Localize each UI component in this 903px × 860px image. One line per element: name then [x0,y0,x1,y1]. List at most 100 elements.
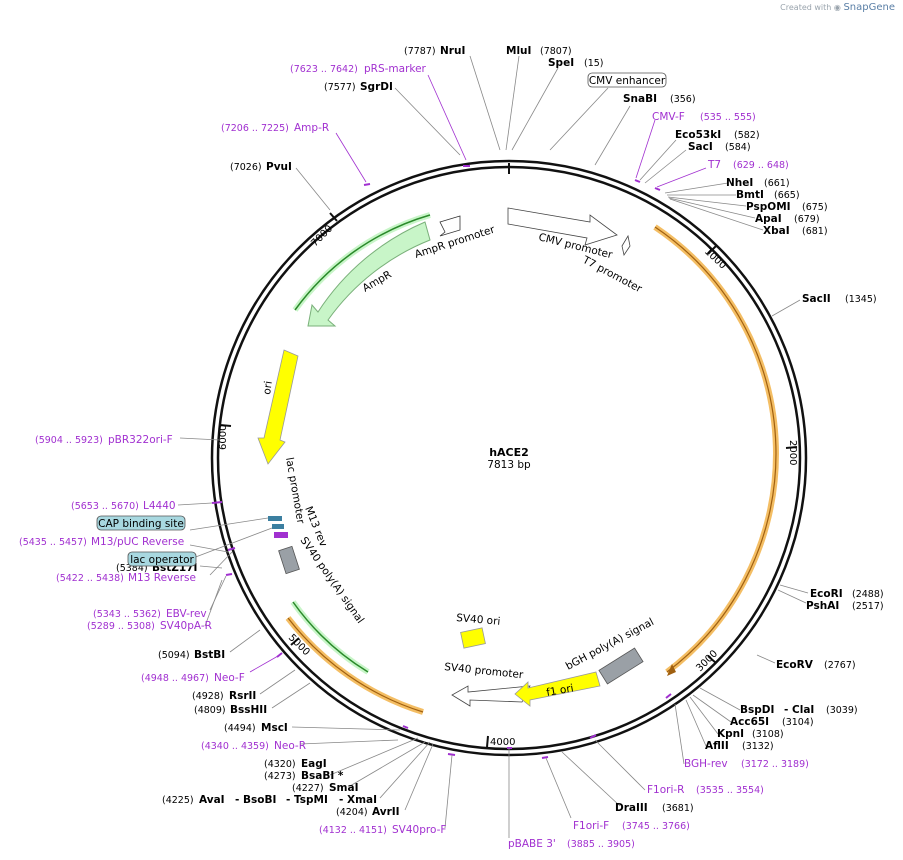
plasmid-name: hACE2 [489,446,529,459]
site-avai[interactable]: AvaI [199,794,225,806]
site-pvui[interactable]: PvuI [266,161,292,173]
site-spei[interactable]: SpeI [548,57,574,69]
site-snabi[interactable]: SnaBI [623,93,657,105]
site-apai[interactable]: ApaI [755,213,782,225]
primer-pbabe[interactable]: pBABE 3' [508,838,556,850]
site-pshai[interactable]: PshAI [806,600,839,612]
tick-label-5000: 5000 [286,632,312,658]
sv40-polya-feature[interactable] [278,545,300,575]
primer-mark-ampr [363,183,371,186]
leader-m13r [209,551,233,576]
primer-pos-neor: (4340 .. 4359) [201,741,269,752]
leader-snabi [594,105,631,166]
site-pos-sacii: (1345) [845,294,877,305]
lac-operator-feature[interactable] [272,524,284,529]
leader-bsshii [271,682,311,709]
site-clai[interactable]: - ClaI [784,704,814,716]
site-ecorv[interactable]: EcoRV [776,659,814,671]
primer-f1ori-f[interactable]: F1ori-F [573,820,609,832]
site-aflii[interactable]: AflII [705,740,729,752]
primer-mark-f1orir [589,734,597,739]
primer-sv40pa-r[interactable]: SV40pA-R [160,620,212,632]
leader-kpni [689,696,719,735]
primer-m13-reverse[interactable]: M13 Reverse [128,572,196,584]
cap-binding-site-feature[interactable] [268,516,282,521]
ori-feature[interactable] [257,349,299,465]
sv40-ori-feature[interactable] [460,627,486,649]
site-nrui[interactable]: NruI [440,45,465,57]
leader-t7 [656,167,707,188]
cmv-enhancer-box[interactable] [587,72,667,88]
site-xbai[interactable]: XbaI [763,225,790,237]
site-bspdi[interactable]: BspDI [740,704,774,716]
site-bsshii[interactable]: BssHII [230,704,267,716]
site-pspomi[interactable]: PspOMI [746,201,791,213]
orf-arrow-icon [667,664,676,676]
site-acc65i[interactable]: Acc65I [730,716,769,728]
site-pos-bstz17i: (5384) [116,563,148,574]
site-pos-msci: (4494) [224,723,256,734]
bgh-polya-feature[interactable] [598,647,644,685]
cap-binding-site-box[interactable] [96,515,186,531]
primer-pbr322ori-f[interactable]: pBR322ori-F [108,434,173,446]
site-nhei[interactable]: NheI [726,177,753,189]
neo-green-line [292,601,369,673]
site-sacii[interactable]: SacII [802,293,831,305]
site-xmai[interactable]: - XmaI [339,794,377,806]
site-draiii[interactable]: DraIII [615,802,648,814]
site-mlui[interactable]: MluI [506,45,531,57]
leader-cmvf [635,119,656,179]
ampr-promoter-feature[interactable] [439,215,461,237]
primer-pos-pbr322: (5904 .. 5923) [35,435,103,446]
credit: Created with ◉ SnapGene [780,2,895,13]
site-eco53ki[interactable]: Eco53kI [675,129,721,141]
primer-mark-m13 [227,547,236,551]
site-pos-acc65i: (3104) [782,717,814,728]
primer-ebv-rev[interactable]: EBV-rev [166,608,207,620]
primer-f1ori-r[interactable]: F1ori-R [647,784,684,796]
sv40-promoter-feature[interactable] [451,685,531,707]
cmv-promoter-feature[interactable] [507,207,618,246]
f1-ori-feature[interactable] [514,671,601,707]
site-ecori[interactable]: EcoRI [810,588,843,600]
site-pos-draiii: (3681) [662,803,694,814]
ampr-feature[interactable] [307,221,431,327]
site-bsabi[interactable]: BsaBI * [301,770,344,782]
site-msci[interactable]: MscI [261,722,288,734]
site-avrii[interactable]: AvrII [372,806,400,818]
f1-ori-label: f1 ori [545,682,574,699]
lac-operator-box[interactable] [127,551,197,567]
leader-bsabi [349,741,426,787]
primer-bgh-rev[interactable]: BGH-rev [684,758,728,770]
primer-prs-marker[interactable]: pRS-marker [364,63,427,75]
primer-leader-lines [249,74,707,673]
leader-amp-r [335,132,367,183]
site-sgrdi[interactable]: SgrDI [360,81,393,93]
site-bsobi[interactable]: - BsoBI [235,794,276,806]
site-pos-aflii: (3132) [742,741,774,752]
site-pos-eagi: (4320) [264,759,296,770]
tick-label-2000: 2000 [787,440,798,465]
site-eagi[interactable]: EagI [301,758,327,770]
site-kpni[interactable]: KpnI [717,728,744,740]
m13-rev-feature[interactable] [274,532,288,538]
primer-l4440[interactable]: L4440 [143,500,176,512]
site-pos-rsrii: (4928) [192,691,224,702]
t7-promoter-feature[interactable] [621,234,631,257]
site-rsrii[interactable]: RsrII [229,690,256,702]
primer-neo-f[interactable]: Neo-F [214,672,245,684]
primer-cmv-f[interactable]: CMV-F [652,111,685,123]
primer-neo-r[interactable]: Neo-R [274,740,306,752]
site-tspmi[interactable]: - TspMI [286,794,328,806]
orf-arc-line [654,226,777,673]
site-bmti[interactable]: BmtI [736,189,764,201]
site-smai[interactable]: SmaI [329,782,359,794]
primer-t7[interactable]: T7 [707,159,721,171]
leader-l4440 [177,502,213,506]
site-saci[interactable]: SacI [688,141,713,153]
primer-sv40pro-f[interactable]: SV40pro-F [392,824,446,836]
site-bstbi[interactable]: BstBI [194,649,225,661]
primer-amp-r[interactable]: Amp-R [294,122,329,134]
primer-m13-puc-reverse[interactable]: M13/pUC Reverse [91,536,184,548]
leader-ecori [779,584,809,594]
